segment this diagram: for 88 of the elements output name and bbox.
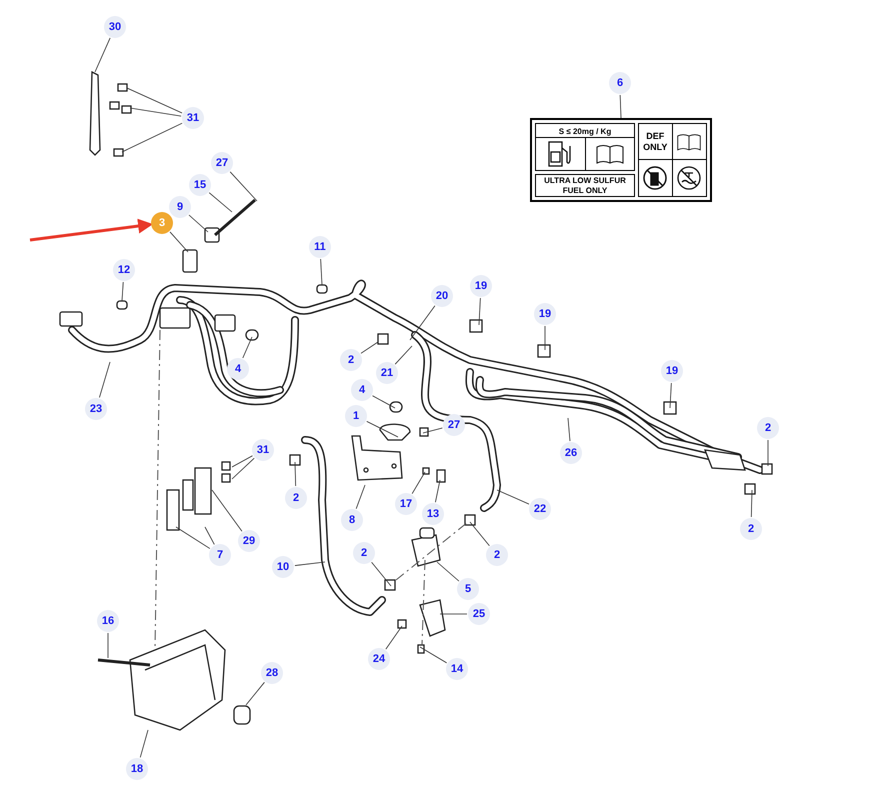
decal-text: S ≤ 20mg / Kg [558,127,612,136]
leader-line [232,455,253,468]
callout-number: 11 [309,236,331,258]
callout-number: 5 [457,578,479,600]
leader-line [422,428,443,434]
leader-line [385,626,402,650]
callout-number: 2 [353,542,375,564]
callout-number: 17 [395,493,417,515]
callout-number: 27 [443,414,465,436]
callout-number: 2 [740,518,762,540]
leader-line [232,458,255,480]
callout-number: 28 [261,662,283,684]
leader-line [750,490,752,518]
leader-line [126,88,182,114]
callout-number: 16 [97,610,119,632]
leader-line [496,490,530,505]
leader-line [246,682,265,706]
decal-text: ULTRA LOW SULFUR FUEL ONLY [543,176,627,196]
leader-line [670,382,672,408]
leader-line [170,232,188,252]
leader-line [208,192,232,212]
callout-number: 8 [341,509,363,531]
callout-number: 7 [209,544,231,566]
leader-line [94,38,111,72]
leader-line [188,214,208,232]
callout-number: 27 [211,152,233,174]
callout-number: 25 [468,603,490,625]
callout-number: 1 [345,405,367,427]
leader-line [140,730,148,758]
callout-number: 20 [431,285,453,307]
callout-number: 19 [470,275,492,297]
callout-number: 26 [560,442,582,464]
leader-line [360,342,378,354]
leader-line [99,362,110,398]
leader-line [568,418,570,442]
leader-line [212,490,242,532]
leader-line [620,94,622,118]
callout-number: 21 [376,362,398,384]
callout-number: 31 [252,439,274,461]
callout-number: 19 [534,303,556,325]
leader-line [122,282,124,302]
leader-line [436,562,460,582]
leader-line [130,108,182,117]
callout-number: 3 [151,212,173,234]
leader-line [366,420,398,438]
callout-number: 2 [340,349,362,371]
leader-line [204,526,215,545]
callout-number: 13 [422,503,444,525]
callout-number: 6 [609,72,631,94]
callout-number: 9 [169,196,191,218]
callout-number: 18 [126,758,148,780]
callout-number: 10 [272,556,294,578]
leader-line [544,326,546,350]
callout-number: 19 [661,360,683,382]
callout-number: 22 [529,498,551,520]
leader-line [420,646,448,664]
fuel-decal [530,118,712,202]
leader-line [410,305,436,340]
leader-line [242,336,252,358]
callout-number: 4 [351,379,373,401]
leader-line [371,562,392,586]
decal-text: DEF ONLY [642,130,668,152]
leader-line [478,298,481,326]
leader-line [470,522,490,546]
leader-line [356,484,366,510]
callout-number: 14 [446,658,468,680]
callout-number: 4 [227,358,249,380]
callout-number: 31 [182,107,204,129]
leader-line [294,562,326,566]
arrow [30,218,154,242]
callout-number: 2 [285,487,307,509]
leader-line [122,122,183,152]
callout-number: 23 [85,398,107,420]
callout-number: 12 [113,259,135,281]
callout-number: 2 [486,544,508,566]
leader-line [372,395,396,408]
leader-line [435,480,440,503]
leader-line [230,171,258,202]
leader-line [412,472,426,494]
callout-number: 29 [238,530,260,552]
callout-number: 15 [189,174,211,196]
callout-number: 24 [368,648,390,670]
callout-number: 2 [757,417,779,439]
callout-number: 30 [104,16,126,38]
leader-line [394,346,412,365]
leader-line [176,526,210,549]
leader-line [294,462,296,486]
leader-line [320,258,322,286]
